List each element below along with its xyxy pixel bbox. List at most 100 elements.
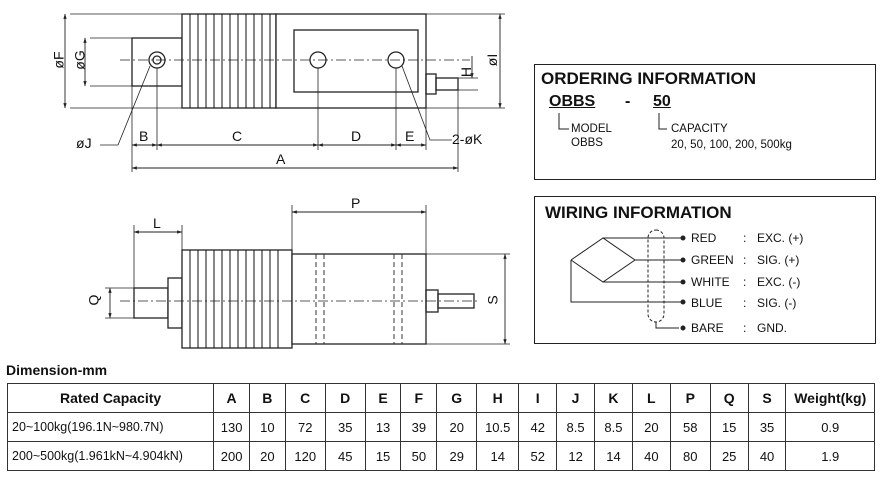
- dim-label-A: A: [276, 151, 286, 167]
- dimension-title: Dimension-mm: [6, 362, 108, 378]
- dim-label-I: øI: [484, 53, 501, 67]
- table-cell: 52: [518, 441, 558, 471]
- table-cell: 200~500kg(1.961kN~4.904kN): [6, 441, 215, 471]
- ordering-title: ORDERING INFORMATION: [541, 69, 757, 88]
- wire-signal: SIG. (-): [757, 296, 797, 310]
- header-cell: P: [669, 383, 711, 413]
- table-header-row: Rated Capacity A B C D E F G H I J K L P…: [6, 383, 875, 413]
- capacity-label: CAPACITY: [671, 123, 728, 135]
- dim-label-C: C: [232, 128, 243, 144]
- table-cell: 130: [213, 412, 250, 442]
- wire-sep: :: [743, 275, 747, 289]
- table-cell: 1.9: [785, 441, 875, 471]
- ordering-leader-lines: [558, 113, 667, 130]
- table-cell: 42: [518, 412, 558, 442]
- table-cell: 35: [747, 412, 787, 442]
- wire-color: BLUE: [691, 296, 723, 310]
- table-cell: 45: [324, 441, 366, 471]
- header-cell: Q: [709, 383, 749, 413]
- table-cell: 20: [248, 441, 286, 471]
- table-cell: 15: [364, 441, 402, 471]
- table-cell: 10.5: [476, 412, 520, 442]
- wire-signal: SIG. (+): [757, 253, 800, 267]
- header-cell: Rated Capacity: [6, 383, 215, 413]
- dim-label-J: øJ: [76, 135, 92, 151]
- table-cell: 120: [284, 441, 326, 471]
- dim-label-E: E: [405, 128, 415, 144]
- header-cell: I: [518, 383, 558, 413]
- table-cell: 14: [476, 441, 520, 471]
- top-view: [63, 13, 505, 172]
- table-cell: 29: [436, 441, 478, 471]
- table-cell: 20: [436, 412, 478, 442]
- table-cell: 58: [669, 412, 711, 442]
- header-cell: K: [594, 383, 633, 413]
- header-cell: E: [364, 383, 402, 413]
- wheatstone-bridge-diagram: [570, 229, 686, 331]
- table-cell: 12: [556, 441, 596, 471]
- table-cell: 72: [284, 412, 326, 442]
- table-cell: 80: [669, 441, 711, 471]
- table-cell: 39: [400, 412, 438, 442]
- header-cell: L: [631, 383, 671, 413]
- wire-sep: :: [743, 321, 747, 335]
- model-value: OBBS: [571, 137, 603, 149]
- header-cell: S: [747, 383, 787, 413]
- wire-color: WHITE: [691, 275, 730, 289]
- dimension-table: Rated Capacity A B C D E F G H I J K L P…: [6, 383, 875, 471]
- dim-label-S: S: [484, 295, 501, 305]
- wire-color: BARE: [691, 321, 724, 335]
- header-cell: J: [556, 383, 596, 413]
- header-cell: D: [324, 383, 366, 413]
- table-cell: 25: [709, 441, 749, 471]
- wiring-title: WIRING INFORMATION: [545, 203, 732, 222]
- wire-color: RED: [691, 231, 717, 245]
- table-cell: 8.5: [594, 412, 633, 442]
- side-view: [105, 205, 510, 349]
- dim-label-K: 2-øK: [452, 131, 483, 147]
- dim-label-L: L: [153, 215, 161, 231]
- model-code: OBBS: [549, 93, 596, 110]
- capacity-code: 50: [653, 93, 671, 110]
- dim-label-F: øF: [50, 51, 67, 69]
- table-cell: 13: [364, 412, 402, 442]
- wire-sep: :: [743, 296, 747, 310]
- table-row: 200~500kg(1.961kN~4.904kN) 200 20 120 45…: [6, 441, 875, 471]
- table-row: 20~100kg(196.1N~980.7N) 130 10 72 35 13 …: [6, 412, 875, 442]
- table-cell: 14: [594, 441, 633, 471]
- table-cell: 20: [631, 412, 671, 442]
- dim-label-H: H: [458, 66, 475, 78]
- wiring-info-box: WIRING INFORMATION RED : EXC. (+) GREEN …: [534, 196, 876, 344]
- wire-signal: GND.: [757, 321, 787, 335]
- code-dash: -: [625, 93, 631, 110]
- table-cell: 8.5: [556, 412, 596, 442]
- header-cell: C: [284, 383, 326, 413]
- header-cell: H: [476, 383, 520, 413]
- ordering-info-box: ORDERING INFORMATION OBBS - 50 MODEL OBB…: [534, 64, 876, 180]
- dim-label-B: B: [139, 128, 149, 144]
- wire-signal: EXC. (+): [757, 231, 804, 245]
- wire-sep: :: [743, 231, 747, 245]
- header-cell: Weight(kg): [785, 383, 875, 413]
- header-cell: B: [248, 383, 286, 413]
- header-cell: A: [213, 383, 250, 413]
- table-cell: 10: [248, 412, 286, 442]
- header-cell: G: [436, 383, 478, 413]
- table-cell: 0.9: [785, 412, 875, 442]
- wire-signal: EXC. (-): [757, 275, 801, 289]
- capacity-value: 20, 50, 100, 200, 500kg: [671, 139, 792, 151]
- wire-sep: :: [743, 253, 747, 267]
- table-cell: 35: [324, 412, 366, 442]
- header-cell: F: [400, 383, 438, 413]
- table-cell: 200: [213, 441, 250, 471]
- table-cell: 40: [631, 441, 671, 471]
- table-cell: 15: [709, 412, 749, 442]
- table-cell: 50: [400, 441, 438, 471]
- model-label: MODEL: [571, 123, 612, 135]
- table-cell: 20~100kg(196.1N~980.7N): [6, 412, 215, 442]
- dim-label-Q: Q: [85, 294, 102, 306]
- dim-label-G: øG: [71, 50, 88, 70]
- dim-label-P: P: [351, 195, 361, 211]
- table-cell: 40: [747, 441, 787, 471]
